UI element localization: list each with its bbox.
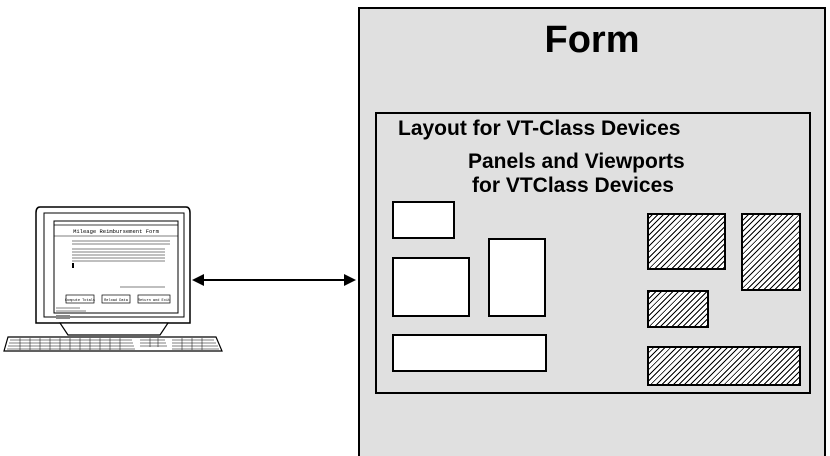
- screen-button-label: Return and Exit: [138, 298, 170, 303]
- layout-title: Layout for VT-Class Devices: [398, 117, 681, 140]
- viewport-1: [647, 213, 726, 270]
- computer-terminal-icon: Mileage Reimbursement Form: [3, 206, 223, 352]
- screen-button-label: Reload Data: [104, 298, 129, 303]
- viewport-2: [741, 213, 801, 291]
- panel-tall: [488, 238, 546, 317]
- double-arrow-icon: [192, 274, 356, 286]
- panel-small: [392, 201, 455, 239]
- screen-title: Mileage Reimbursement Form: [73, 228, 160, 235]
- panel-wide: [392, 334, 547, 372]
- panels-title-line2: for VTClass Devices: [472, 174, 674, 197]
- layout-container: [375, 112, 811, 394]
- panels-title-line1: Panels and Viewports: [468, 150, 685, 173]
- form-title: Form: [544, 19, 640, 61]
- viewport-3: [647, 290, 709, 328]
- screen-button-label: Compute Totals: [65, 298, 95, 303]
- panel-medium: [392, 257, 470, 317]
- viewport-4: [647, 346, 801, 386]
